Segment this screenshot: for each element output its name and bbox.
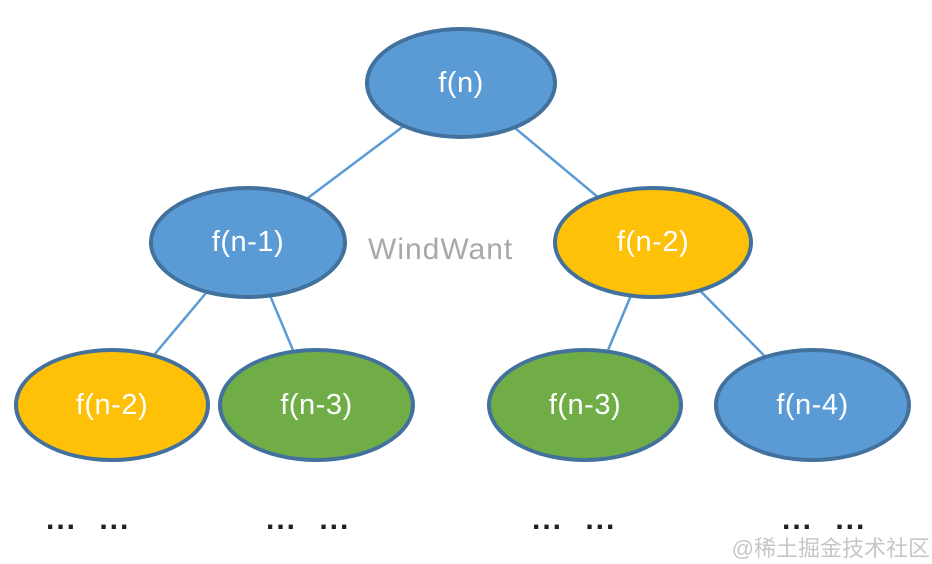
- node-f-n-1: f(n-1): [149, 186, 347, 299]
- subtree-ellipsis-2: ... ...: [266, 503, 351, 536]
- node-f-n-1-label: f(n-1): [211, 226, 285, 258]
- node-f-n-label: f(n): [438, 66, 484, 99]
- node-f-n-3-left-label: f(n-3): [280, 388, 353, 421]
- node-f-n-4: f(n-4): [714, 348, 911, 462]
- watermark-juejin-community: @稀土掘金技术社区: [731, 536, 930, 561]
- node-f-n-3-right: f(n-3): [487, 348, 683, 462]
- node-f-n-2-level2-label: f(n-2): [616, 226, 690, 258]
- watermark-windwant: WindWant: [368, 233, 514, 266]
- node-f-n-2-level3: f(n-2): [14, 348, 210, 462]
- subtree-ellipsis-4: ... ...: [782, 503, 867, 536]
- node-f-n-2-level3-label: f(n-2): [75, 388, 149, 421]
- node-f-n-3-right-label: f(n-3): [548, 388, 622, 421]
- subtree-ellipsis-1: ... ...: [46, 503, 131, 536]
- node-f-n: f(n): [365, 27, 557, 139]
- node-f-n-2-level2: f(n-2): [553, 186, 753, 299]
- node-f-n-4-label: f(n-4): [776, 388, 849, 421]
- node-f-n-3-left: f(n-3): [218, 348, 415, 462]
- subtree-ellipsis-3: ... ...: [532, 503, 617, 536]
